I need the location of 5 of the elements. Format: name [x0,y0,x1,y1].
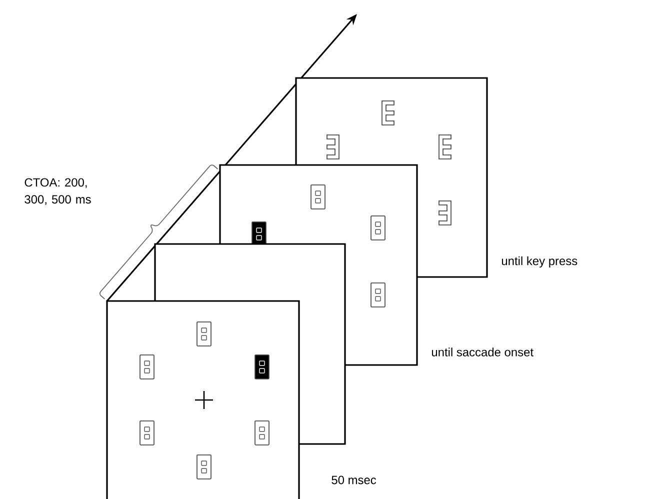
display-frame [106,300,300,499]
interval-label: CTOA: 200, 300, 500 ms [24,178,91,205]
duration-label: until saccade onset [432,348,534,356]
duration-label: until key press [502,256,578,268]
duration-label: 50 msec [332,476,376,484]
